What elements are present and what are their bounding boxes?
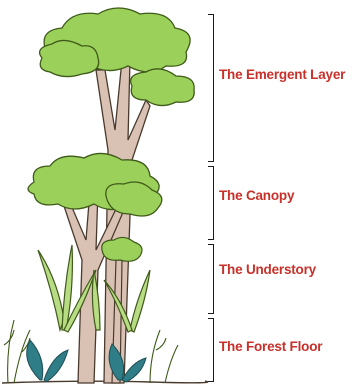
emergent-layer-bracket (208, 14, 214, 162)
forest-floor-label: The Forest Floor (219, 339, 322, 354)
understory-bracket (208, 244, 214, 314)
canopy-bracket (208, 166, 214, 240)
canopy-label: The Canopy (219, 188, 294, 203)
forest-floor-bracket (208, 318, 214, 382)
emergent-crown-right (131, 69, 195, 106)
emergent-crown-left (40, 40, 99, 76)
emergent-layer-label: The Emergent Layer (219, 67, 345, 82)
understory-crown (102, 237, 142, 261)
emergent-trunk (96, 60, 150, 383)
understory-label: The Understory (219, 262, 316, 277)
